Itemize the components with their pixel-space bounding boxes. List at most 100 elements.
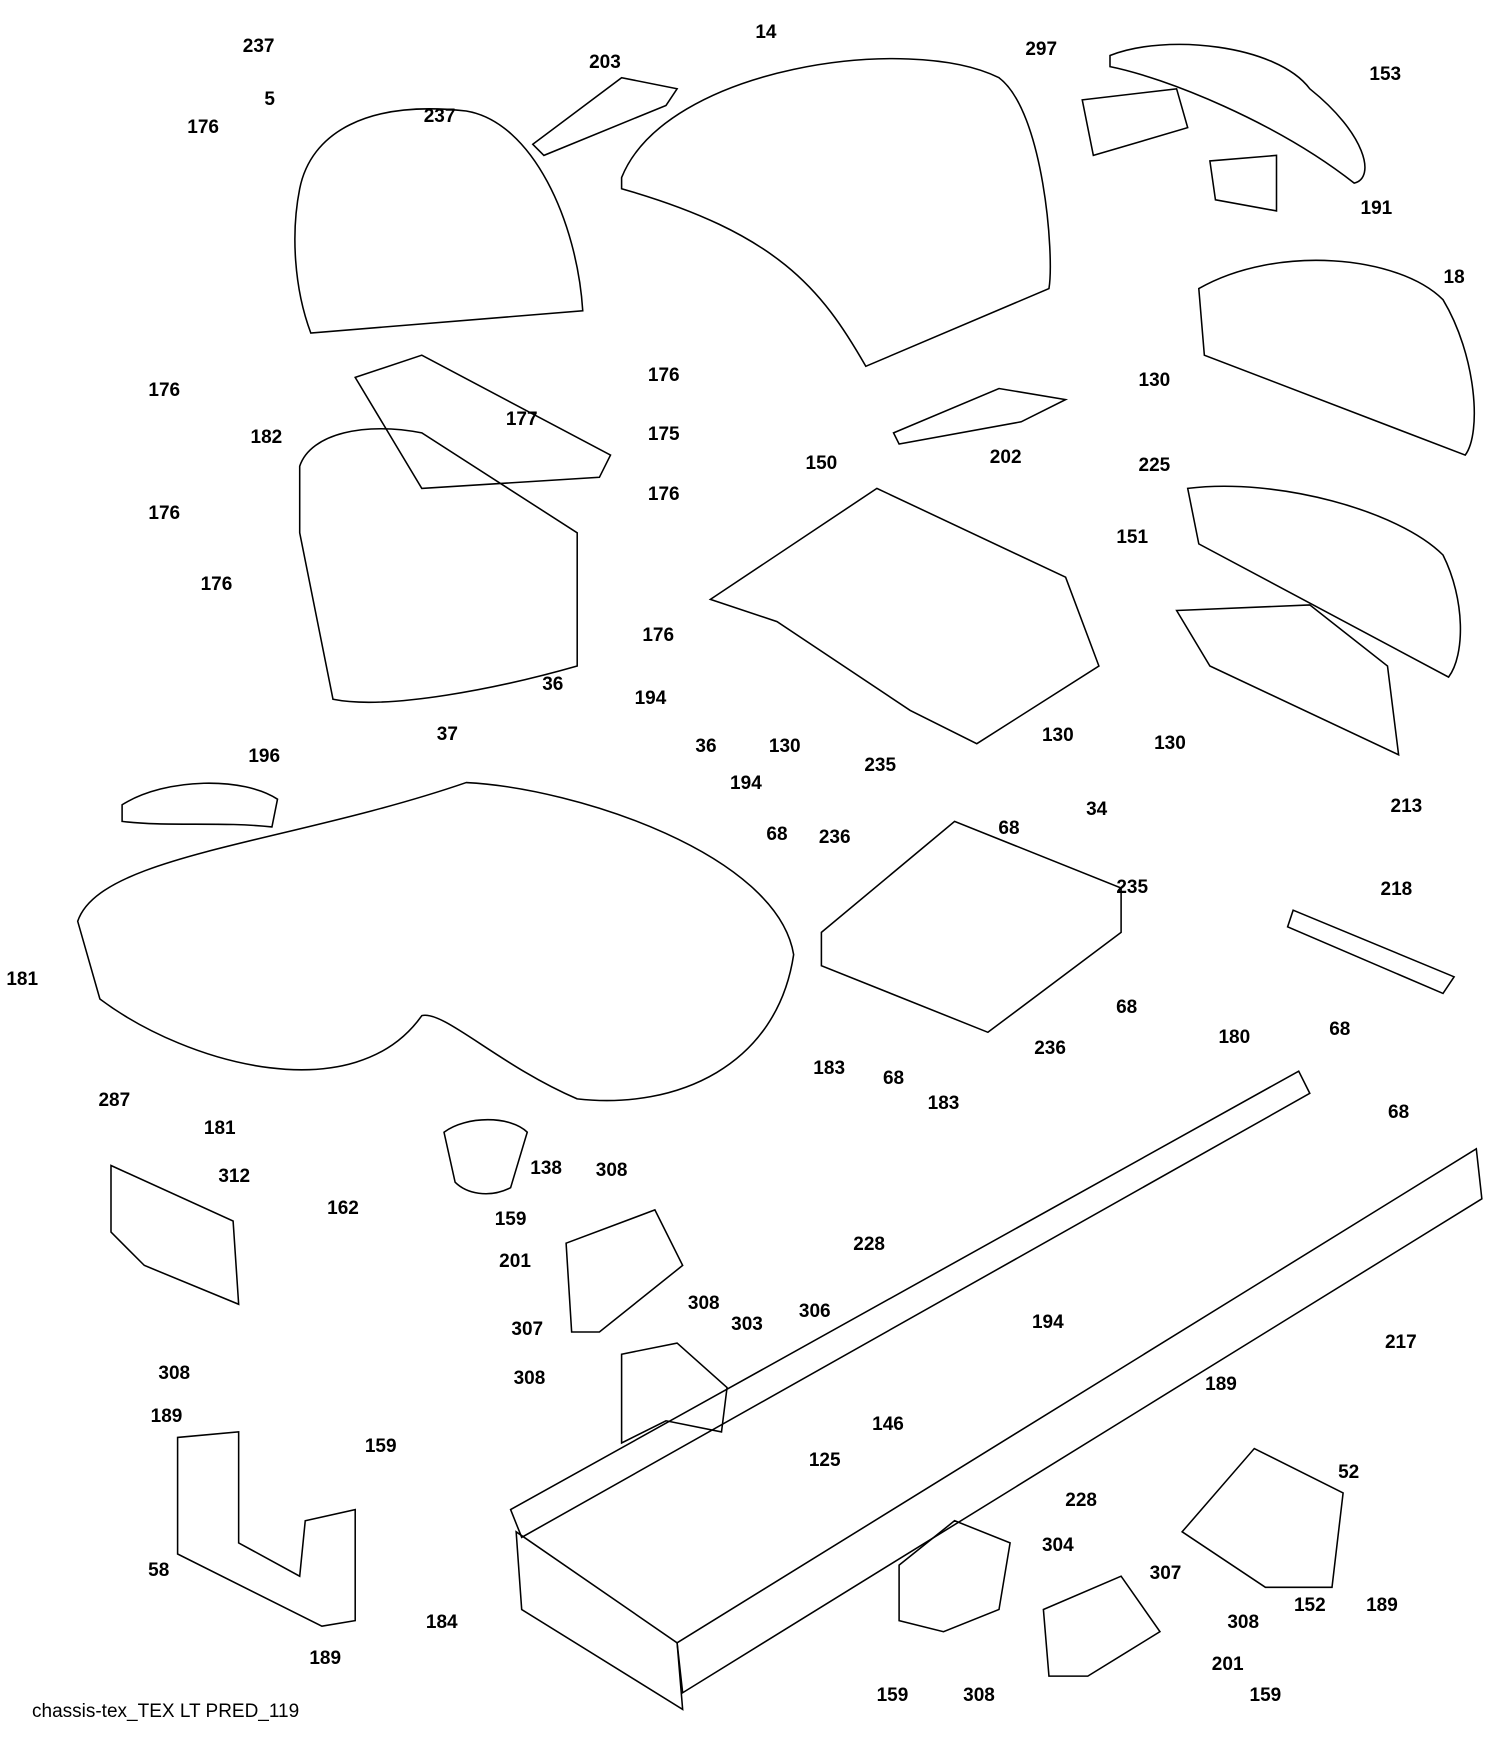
- part-bar-218: [1286, 909, 1456, 995]
- part-label-162: 162: [327, 1197, 359, 1219]
- part-label-159: 159: [876, 1685, 909, 1707]
- part-support-175: [354, 354, 612, 490]
- part-label-176: 176: [647, 484, 680, 506]
- part-label-308: 308: [963, 1685, 995, 1707]
- part-label-235: 235: [1116, 877, 1149, 898]
- part-label-152: 152: [1293, 1595, 1326, 1617]
- part-label-304: 304: [1041, 1535, 1074, 1557]
- part-label-228: 228: [1065, 1489, 1097, 1511]
- part-label-236: 236: [818, 827, 851, 849]
- part-frame-front: [515, 1530, 684, 1711]
- part-bracket-303: [620, 1342, 728, 1445]
- part-label-218: 218: [1380, 879, 1413, 901]
- part-label-183: 183: [927, 1093, 960, 1115]
- part-label-68: 68: [1329, 1019, 1351, 1041]
- part-boot-138: [443, 1118, 529, 1195]
- part-label-18: 18: [1443, 266, 1465, 288]
- part-label-194: 194: [634, 688, 667, 710]
- part-label-308: 308: [595, 1160, 628, 1182]
- part-hood: [620, 57, 1051, 368]
- part-label-297: 297: [1025, 38, 1058, 60]
- part-label-36: 36: [542, 673, 564, 695]
- part-label-194: 194: [1031, 1312, 1064, 1334]
- part-shield-312: [110, 1164, 240, 1306]
- part-label-130: 130: [768, 736, 801, 758]
- part-label-68: 68: [1116, 996, 1138, 1018]
- part-label-181: 181: [6, 969, 39, 991]
- part-label-202: 202: [989, 447, 1022, 469]
- part-label-235: 235: [864, 754, 897, 776]
- part-label-196: 196: [248, 746, 281, 768]
- part-guard-152: [1180, 1447, 1344, 1589]
- part-label-287: 287: [98, 1090, 131, 1112]
- part-plate-34: [820, 820, 1122, 1034]
- part-dash-upper: [294, 108, 584, 334]
- part-bracket-58: [176, 1431, 356, 1627]
- part-label-308: 308: [687, 1293, 720, 1315]
- part-label-151: 151: [1116, 527, 1149, 549]
- part-label-138: 138: [530, 1157, 562, 1179]
- part-frame-rail-left: [509, 1070, 1311, 1539]
- part-label-181: 181: [203, 1117, 236, 1139]
- part-bracket-304: [898, 1519, 1011, 1633]
- part-label-176: 176: [148, 379, 181, 401]
- part-label-306: 306: [798, 1301, 831, 1323]
- part-label-191: 191: [1360, 197, 1393, 219]
- diagram-caption: chassis-tex_TEX LT PRED_119: [32, 1701, 300, 1722]
- part-label-308: 308: [158, 1363, 191, 1385]
- part-trim-153: [1109, 43, 1366, 184]
- part-label-159: 159: [494, 1208, 527, 1230]
- part-panel-196: [121, 782, 279, 828]
- part-label-153: 153: [1369, 64, 1402, 86]
- part-bracket-151: [1175, 604, 1400, 757]
- part-label-176: 176: [642, 625, 675, 647]
- part-label-189: 189: [1205, 1374, 1237, 1396]
- part-label-14: 14: [755, 22, 777, 44]
- part-label-150: 150: [805, 452, 838, 474]
- part-label-203: 203: [589, 52, 621, 74]
- part-label-68: 68: [998, 818, 1020, 840]
- part-label-201: 201: [1211, 1654, 1244, 1675]
- part-frame-rail-right: [676, 1147, 1483, 1695]
- part-label-225: 225: [1138, 455, 1171, 477]
- part-label-176: 176: [647, 365, 680, 387]
- part-label-307: 307: [511, 1318, 544, 1340]
- part-label-68: 68: [766, 823, 788, 845]
- part-label-146: 146: [872, 1414, 904, 1436]
- part-handle-203: [531, 76, 679, 157]
- part-label-189: 189: [150, 1406, 183, 1428]
- part-dash-lower: [298, 427, 578, 704]
- part-label-217: 217: [1384, 1332, 1417, 1354]
- part-box-191: [1209, 154, 1278, 212]
- part-label-303: 303: [731, 1314, 763, 1336]
- part-label-307: 307: [1149, 1562, 1182, 1584]
- part-label-36: 36: [695, 736, 717, 758]
- part-label-68: 68: [882, 1067, 905, 1089]
- part-label-180: 180: [1218, 1026, 1251, 1048]
- part-box-297: [1081, 87, 1189, 157]
- part-label-312: 312: [218, 1165, 251, 1187]
- part-label-213: 213: [1390, 795, 1423, 817]
- part-label-201: 201: [499, 1251, 531, 1273]
- part-label-175: 175: [647, 424, 680, 446]
- part-label-308: 308: [1227, 1611, 1260, 1633]
- part-label-176: 176: [200, 573, 233, 595]
- part-label-308: 308: [513, 1367, 546, 1389]
- part-label-130: 130: [1154, 732, 1186, 754]
- part-label-52: 52: [1338, 1461, 1360, 1483]
- part-label-236: 236: [1034, 1037, 1066, 1059]
- part-label-228: 228: [853, 1234, 885, 1256]
- part-label-58: 58: [148, 1559, 170, 1581]
- part-bracket-307a: [565, 1208, 684, 1333]
- part-label-194: 194: [730, 772, 762, 794]
- part-bumper-225: [1186, 485, 1462, 679]
- part-label-130: 130: [1138, 369, 1171, 391]
- part-label-37: 37: [436, 723, 458, 745]
- part-label-183: 183: [813, 1057, 846, 1079]
- part-label-5: 5: [264, 88, 276, 110]
- part-grille-18: [1197, 259, 1476, 457]
- part-label-68: 68: [1388, 1102, 1410, 1124]
- part-label-237: 237: [242, 35, 275, 57]
- part-label-177: 177: [505, 408, 538, 430]
